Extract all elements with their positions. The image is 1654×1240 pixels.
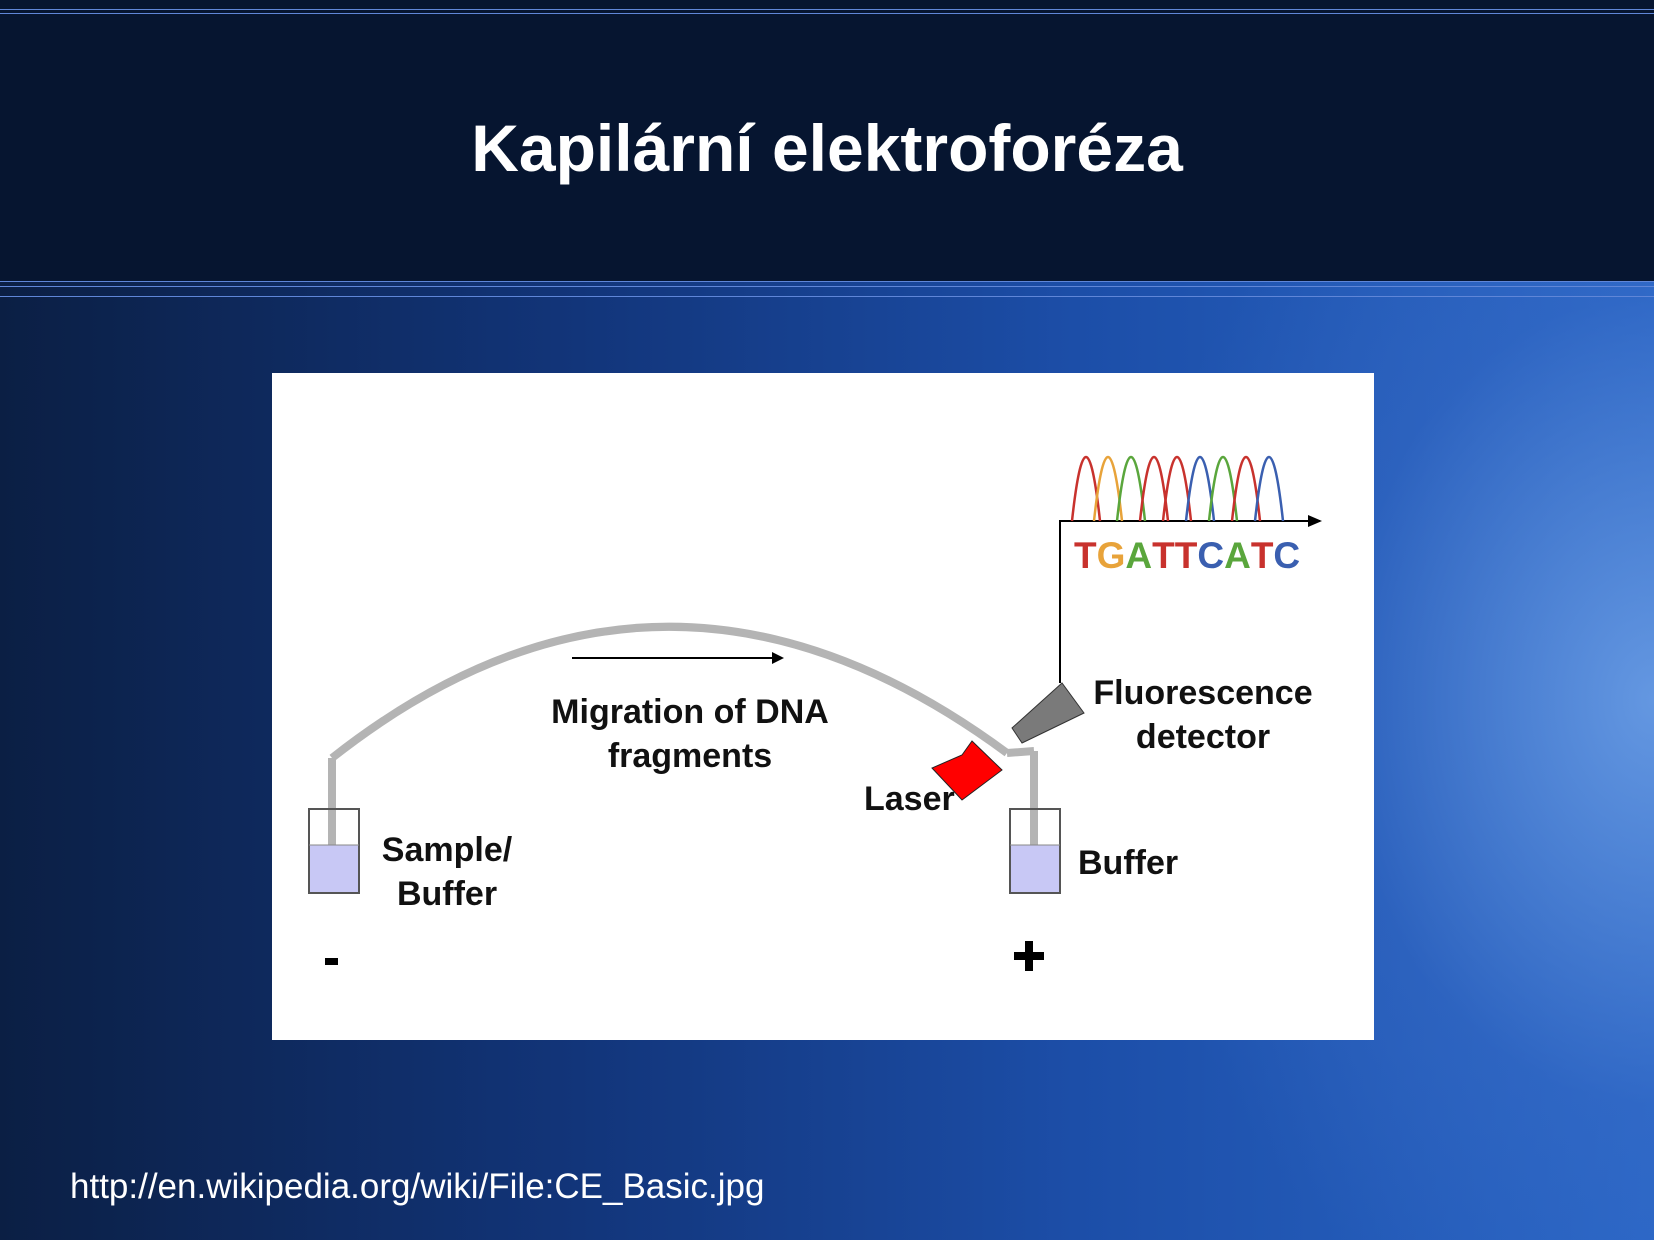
detector-label-line1: Fluorescence [1093, 674, 1313, 712]
dna-sequence-readout: TGATTCATC [1074, 535, 1300, 577]
capillary-electrophoresis-diagram [308, 455, 1322, 971]
sample-vial [308, 808, 360, 894]
detector-signal-line [1059, 520, 1320, 683]
capillary-tube [329, 622, 1010, 762]
sample-label-line2: Buffer [396, 875, 498, 913]
header-bottom-rule-3 [0, 296, 1654, 297]
migration-label-line1: Migration of DNA [551, 693, 829, 731]
laser-icon [931, 740, 1003, 801]
sample-buffer-label: Sample/ Buffer [372, 828, 522, 916]
sequence-base-6: A [1224, 535, 1251, 576]
header-top-rule [0, 9, 1654, 10]
laser-label: Laser [864, 780, 955, 818]
capillary-right-join [1006, 747, 1035, 757]
sequence-base-1: G [1096, 535, 1126, 576]
header-bottom-rule-2 [0, 286, 1654, 287]
sequence-base-5: C [1197, 535, 1225, 576]
sequence-base-7: T [1250, 535, 1274, 576]
sequence-base-0: T [1074, 535, 1097, 576]
sample-label-line1: Sample/ [381, 831, 513, 869]
buffer-vial-liquid [1010, 845, 1060, 893]
negative-electrode-sign [325, 958, 338, 965]
sample-vial-liquid [309, 845, 359, 893]
detector-label-line2: detector [1135, 718, 1271, 756]
sequence-base-2: A [1125, 535, 1153, 576]
positive-electrode-sign [1014, 941, 1044, 971]
slide-header [0, 0, 1654, 282]
sequence-base-3: T [1152, 535, 1175, 576]
source-url: http://en.wikipedia.org/wiki/File:CE_Bas… [70, 1167, 765, 1206]
chromatogram-arrowhead [1308, 515, 1322, 527]
migration-label: Migration of DNA fragments [530, 690, 850, 778]
header-top-rule-2 [0, 13, 1654, 14]
buffer-label: Buffer [1078, 844, 1179, 882]
migration-arrowhead [772, 652, 784, 664]
sequence-base-8: C [1273, 535, 1301, 576]
sequence-base-4: T [1174, 535, 1198, 576]
migration-label-line2: fragments [607, 737, 773, 775]
fluorescence-detector-icon [1011, 682, 1085, 744]
detector-label: Fluorescence detector [1078, 671, 1328, 759]
chromatogram-trace [1070, 455, 1285, 522]
buffer-vial [1009, 808, 1061, 894]
diagram-panel: Migration of DNA fragments Sample/ Buffe… [272, 373, 1374, 1040]
slide-title: Kapilární elektroforéza [471, 111, 1183, 185]
header-bottom-rule [0, 281, 1654, 282]
